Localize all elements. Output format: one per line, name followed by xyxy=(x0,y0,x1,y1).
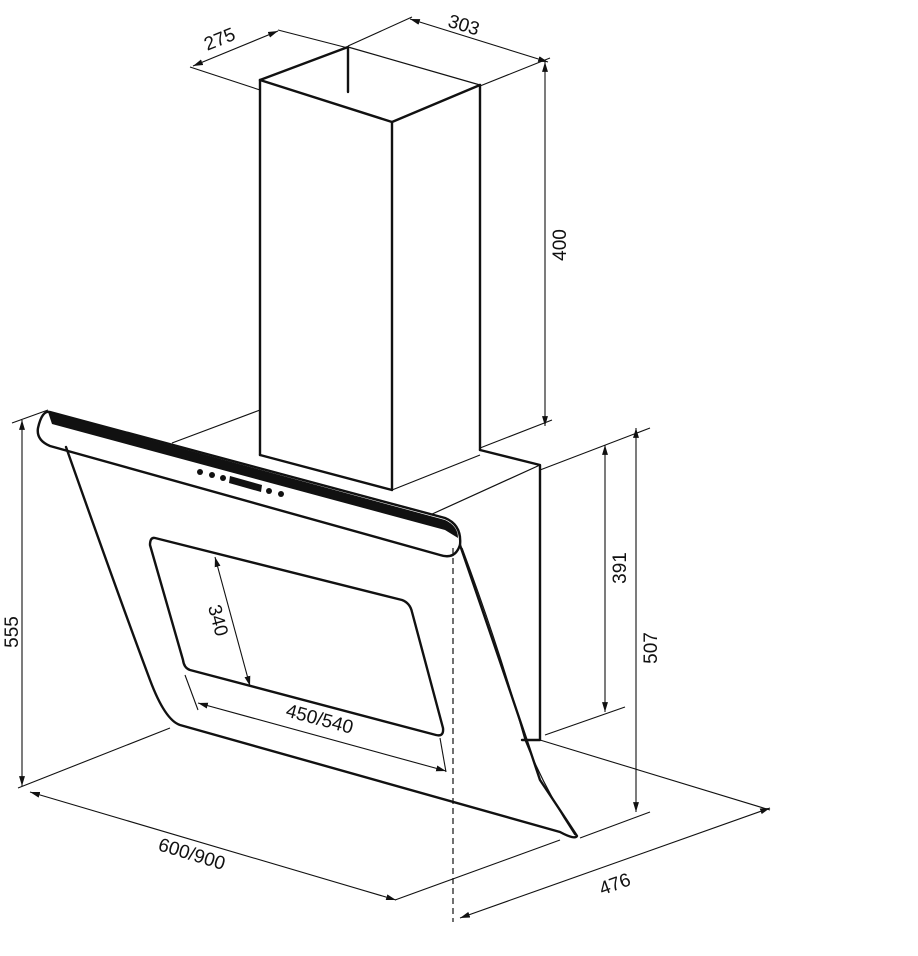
dim-side-height: 507 xyxy=(641,632,662,664)
dim-window-height: 340 xyxy=(203,603,231,639)
chimney xyxy=(258,45,482,492)
control-panel xyxy=(197,469,284,497)
control-button-icon xyxy=(266,488,272,494)
dim-total-height: 555 xyxy=(2,616,23,648)
control-button-icon xyxy=(278,491,284,497)
dim-chimney-depth: 275 xyxy=(201,24,238,55)
dim-hood-depth: 476 xyxy=(597,870,634,901)
top-rod xyxy=(36,410,462,558)
dim-hood-width: 600/900 xyxy=(156,835,228,875)
control-button-icon xyxy=(197,469,203,475)
dim-chimney-height: 400 xyxy=(550,229,571,261)
dim-body-height: 391 xyxy=(610,552,631,584)
hood-body xyxy=(64,445,579,839)
dim-window-width: 450/540 xyxy=(284,701,356,739)
hood-back xyxy=(171,409,542,742)
dimension-lines xyxy=(19,18,771,919)
control-button-icon xyxy=(209,472,215,478)
dim-chimney-width: 303 xyxy=(445,11,481,40)
control-button-icon xyxy=(220,475,226,481)
display-icon xyxy=(229,476,262,492)
